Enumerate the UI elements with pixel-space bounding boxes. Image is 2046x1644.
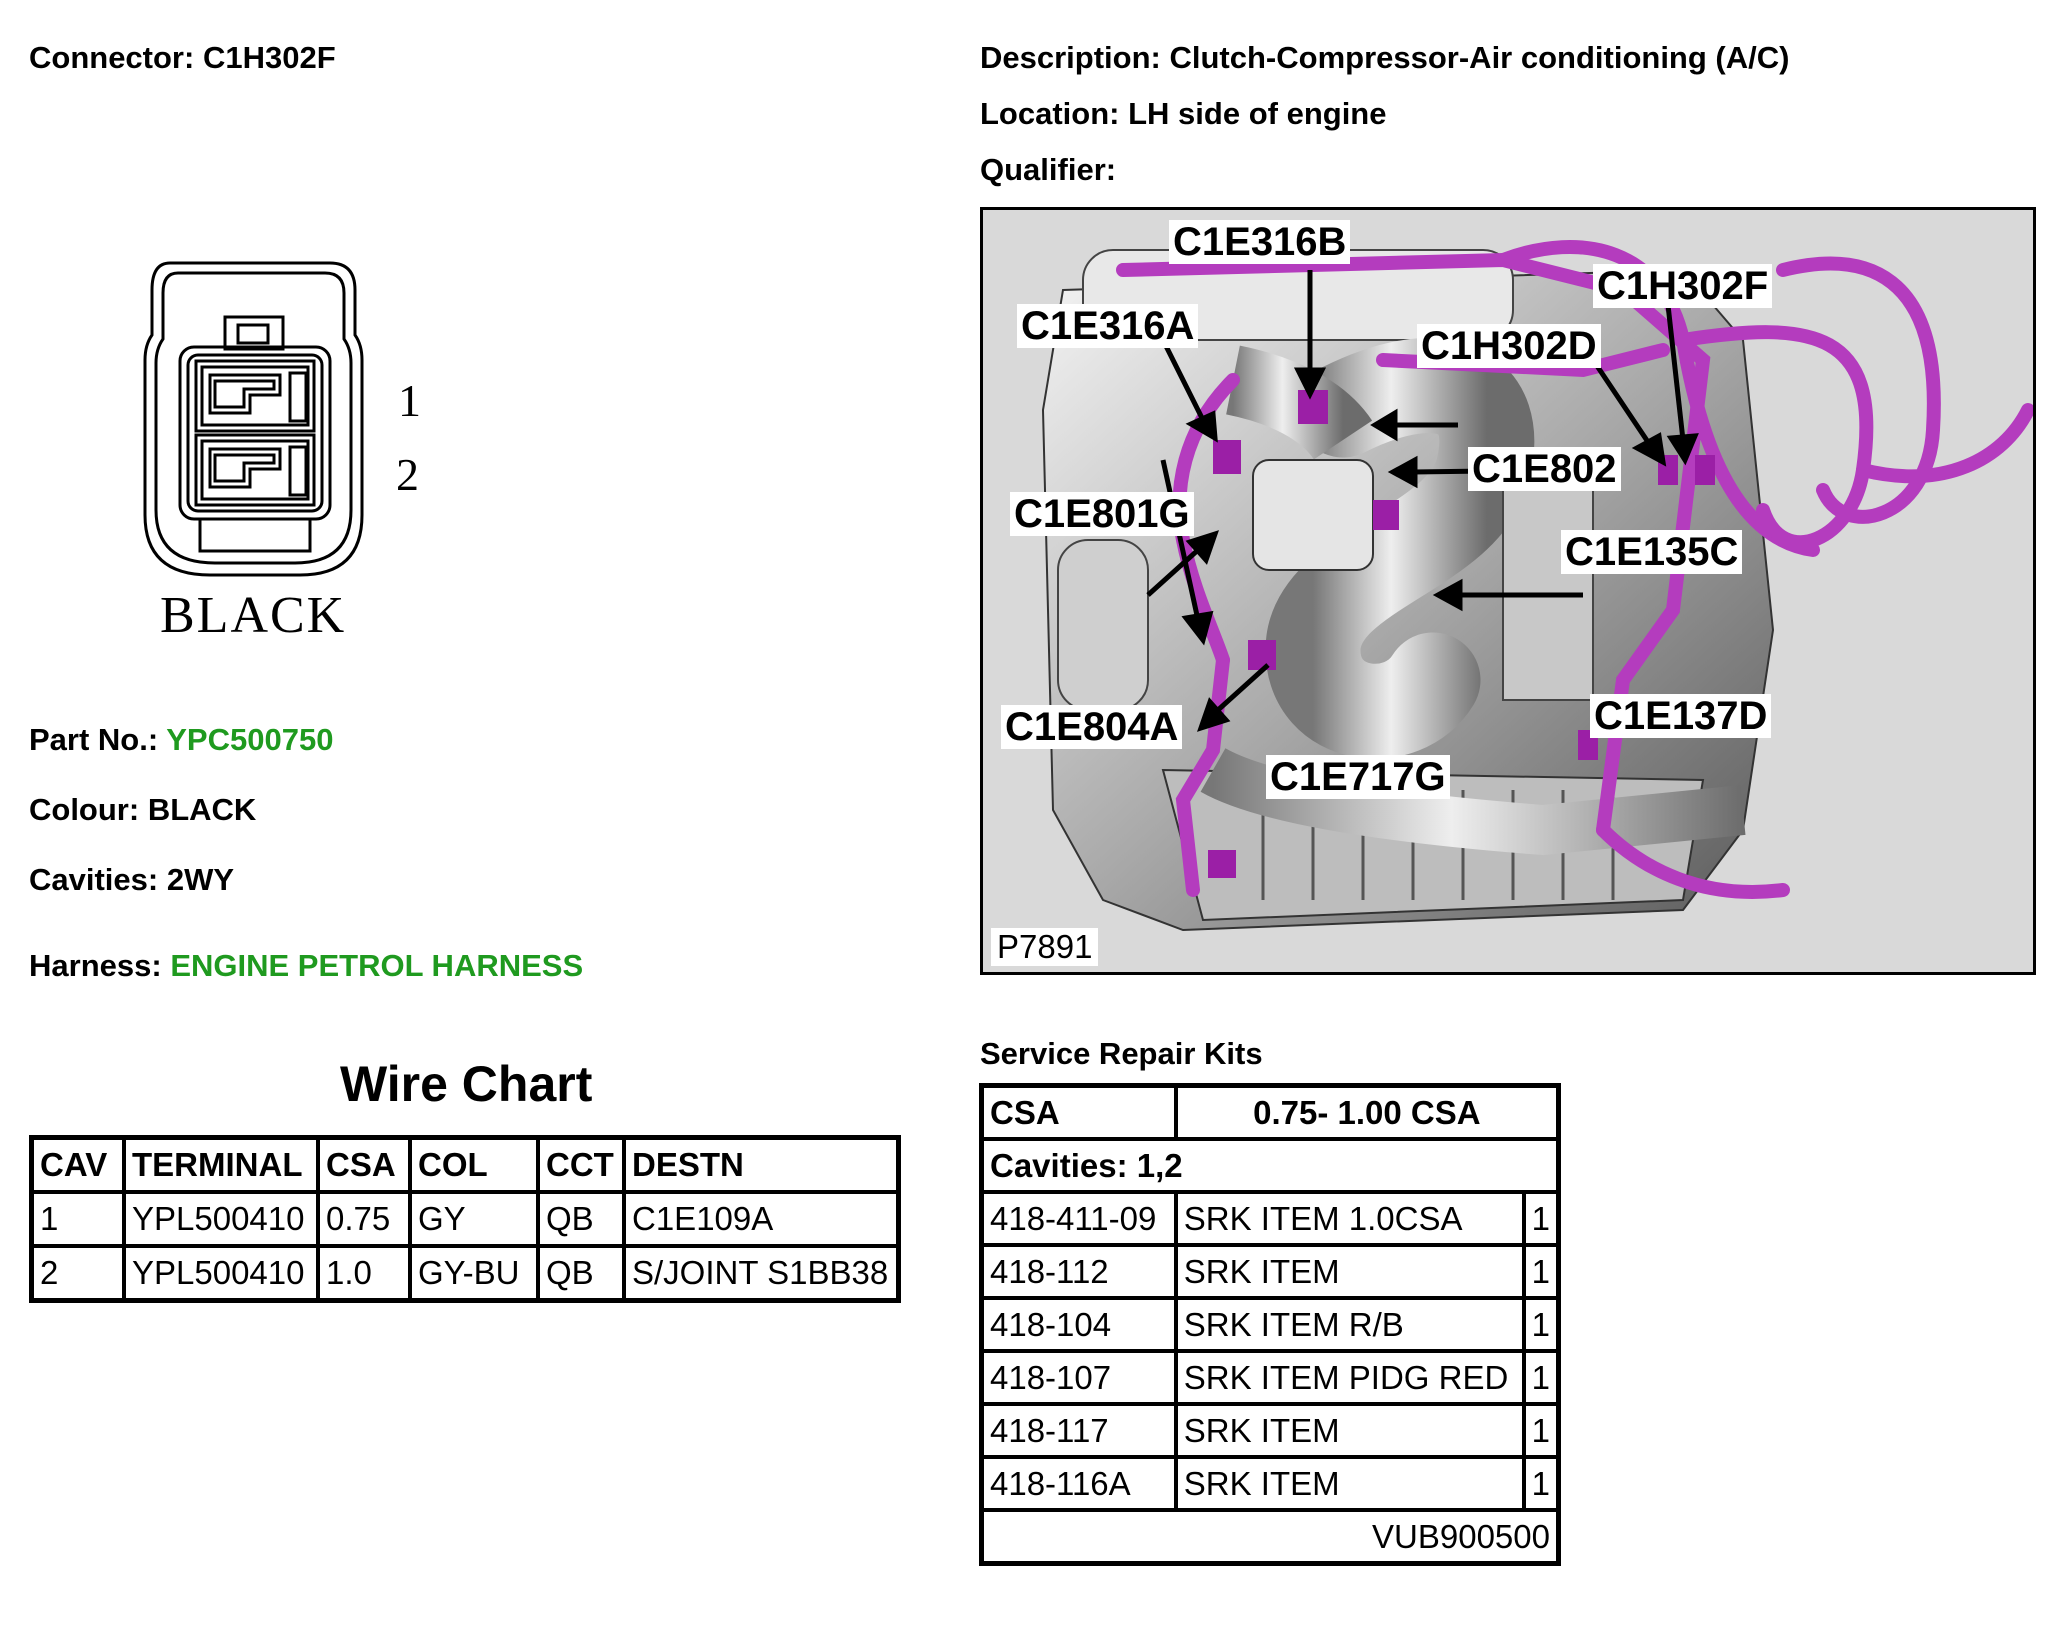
table-row: 418-117 SRK ITEM 1 [979,1402,1561,1459]
harness-row: Harness: ENGINE PETROL HARNESS [29,948,583,984]
cell-destn: S/JOINT S1BB38 [622,1244,901,1303]
pin-1-label: 1 [398,375,421,426]
table-row: 418-411-09 SRK ITEM 1.0CSA 1 [979,1190,1561,1247]
srk-footer: VUB900500 [979,1508,1561,1566]
part-no-row: Part No.: YPC500750 [29,722,333,758]
srk-item-qty: 1 [1521,1190,1561,1247]
header-destn: DESTN [622,1135,901,1194]
header-cav: CAV [29,1135,126,1194]
figure-id: P7891 [991,928,1099,966]
description-value: Clutch-Compressor-Air conditioning (A/C) [1169,40,1790,75]
srk-footer-row: VUB900500 [979,1508,1561,1566]
srk-item-desc: SRK ITEM [1173,1455,1526,1512]
part-no-label: Part No.: [29,722,159,757]
harness-link[interactable]: ENGINE PETROL HARNESS [170,948,584,983]
srk-table: CSA 0.75- 1.00 CSA Cavities: 1,2 418-411… [979,1083,1561,1566]
srk-part-no: 418-112 [979,1243,1178,1300]
header-col: COL [408,1135,540,1194]
table-row: 1 YPL500410 0.75 GY QB C1E109A [29,1190,901,1248]
cell-col: GY [408,1190,540,1248]
wire-chart-table: CAV TERMINAL CSA COL CCT DESTN 1 YPL5004… [29,1135,901,1303]
cell-destn: C1E109A [622,1190,901,1248]
srk-item-qty: 1 [1521,1349,1561,1406]
qualifier-label: Qualifier: [980,152,1117,187]
wire-chart-header-row: CAV TERMINAL CSA COL CCT DESTN [29,1135,901,1194]
cell-cav: 2 [29,1244,126,1303]
description-label: Description: [980,40,1161,75]
cavities-row: Cavities: 2WY [29,862,234,898]
qualifier-heading: Qualifier: [980,152,1116,188]
cell-csa: 1.0 [316,1244,412,1303]
callout-c1e804a: C1E804A [1001,705,1183,749]
connector-colour-text: BLACK [160,587,347,644]
location-heading: Location: LH side of engine [980,96,1386,132]
wire-chart-title: Wire Chart [340,1056,593,1112]
cell-terminal: YPL500410 [122,1244,320,1303]
srk-title: Service Repair Kits [980,1036,1263,1071]
srk-item-qty: 1 [1521,1243,1561,1300]
cell-terminal: YPL500410 [122,1190,320,1248]
cavities-label: Cavities: [29,862,159,897]
srk-part-no: 418-411-09 [979,1190,1178,1247]
srk-cavities: Cavities: 1,2 [979,1137,1561,1194]
location-value: LH side of engine [1128,96,1387,131]
part-no-link[interactable]: YPC500750 [166,722,334,757]
connector-value: C1H302F [202,40,336,75]
cell-cct: QB [536,1244,626,1303]
srk-item-qty: 1 [1521,1455,1561,1512]
srk-item-desc: SRK ITEM R/B [1173,1296,1526,1353]
srk-part-no: 418-107 [979,1349,1178,1406]
callout-c1h302d: C1H302D [1417,324,1601,368]
header-csa: CSA [316,1135,412,1194]
callout-c1e802: C1E802 [1468,447,1621,491]
cell-col: GY-BU [408,1244,540,1303]
header-cct: CCT [536,1135,626,1194]
cell-csa: 0.75 [316,1190,412,1248]
srk-part-no: 418-116A [979,1455,1178,1512]
srk-part-no: 418-117 [979,1402,1178,1459]
connector-face-diagram [143,261,364,577]
table-row: 418-104 SRK ITEM R/B 1 [979,1296,1561,1353]
srk-csa-row: CSA 0.75- 1.00 CSA [979,1083,1561,1141]
callout-c1e137d: C1E137D [1590,694,1772,738]
srk-item-desc: SRK ITEM PIDG RED [1173,1349,1526,1406]
header-terminal: TERMINAL [122,1135,320,1194]
srk-item-qty: 1 [1521,1296,1561,1353]
engine-location-image: C1E316B C1H302F C1E316A C1H302D C1E802 C… [980,207,2036,975]
callout-c1h302f: C1H302F [1593,264,1773,308]
callout-c1e135c: C1E135C [1561,530,1743,574]
cell-cav: 1 [29,1190,126,1248]
colour-row: Colour: BLACK [29,792,256,828]
srk-csa-label: CSA [979,1083,1178,1141]
table-row: 418-112 SRK ITEM 1 [979,1243,1561,1300]
callout-c1e801g: C1E801G [1010,492,1194,536]
callout-c1e316b: C1E316B [1169,220,1351,264]
description-heading: Description: Clutch-Compressor-Air condi… [980,40,1789,76]
connector-label: Connector: [29,40,195,75]
location-label: Location: [980,96,1120,131]
table-row: 418-116A SRK ITEM 1 [979,1455,1561,1512]
callout-c1e717g: C1E717G [1266,755,1450,799]
srk-item-qty: 1 [1521,1402,1561,1459]
colour-label: Colour: [29,792,140,827]
srk-item-desc: SRK ITEM [1173,1402,1526,1459]
srk-item-desc: SRK ITEM 1.0CSA [1173,1190,1526,1247]
cavities-value: 2WY [166,862,235,897]
pin-2-label: 2 [396,449,419,500]
colour-value: BLACK [147,792,257,827]
srk-part-no: 418-104 [979,1296,1178,1353]
srk-item-desc: SRK ITEM [1173,1243,1526,1300]
table-row: 2 YPL500410 1.0 GY-BU QB S/JOINT S1BB38 [29,1244,901,1303]
srk-csa-value: 0.75- 1.00 CSA [1173,1083,1561,1141]
cell-cct: QB [536,1190,626,1248]
callout-c1e316a: C1E316A [1017,304,1199,348]
table-row: 418-107 SRK ITEM PIDG RED 1 [979,1349,1561,1406]
harness-label: Harness: [29,948,162,983]
connector-heading: Connector: C1H302F [29,40,336,76]
srk-cavities-row: Cavities: 1,2 [979,1137,1561,1194]
